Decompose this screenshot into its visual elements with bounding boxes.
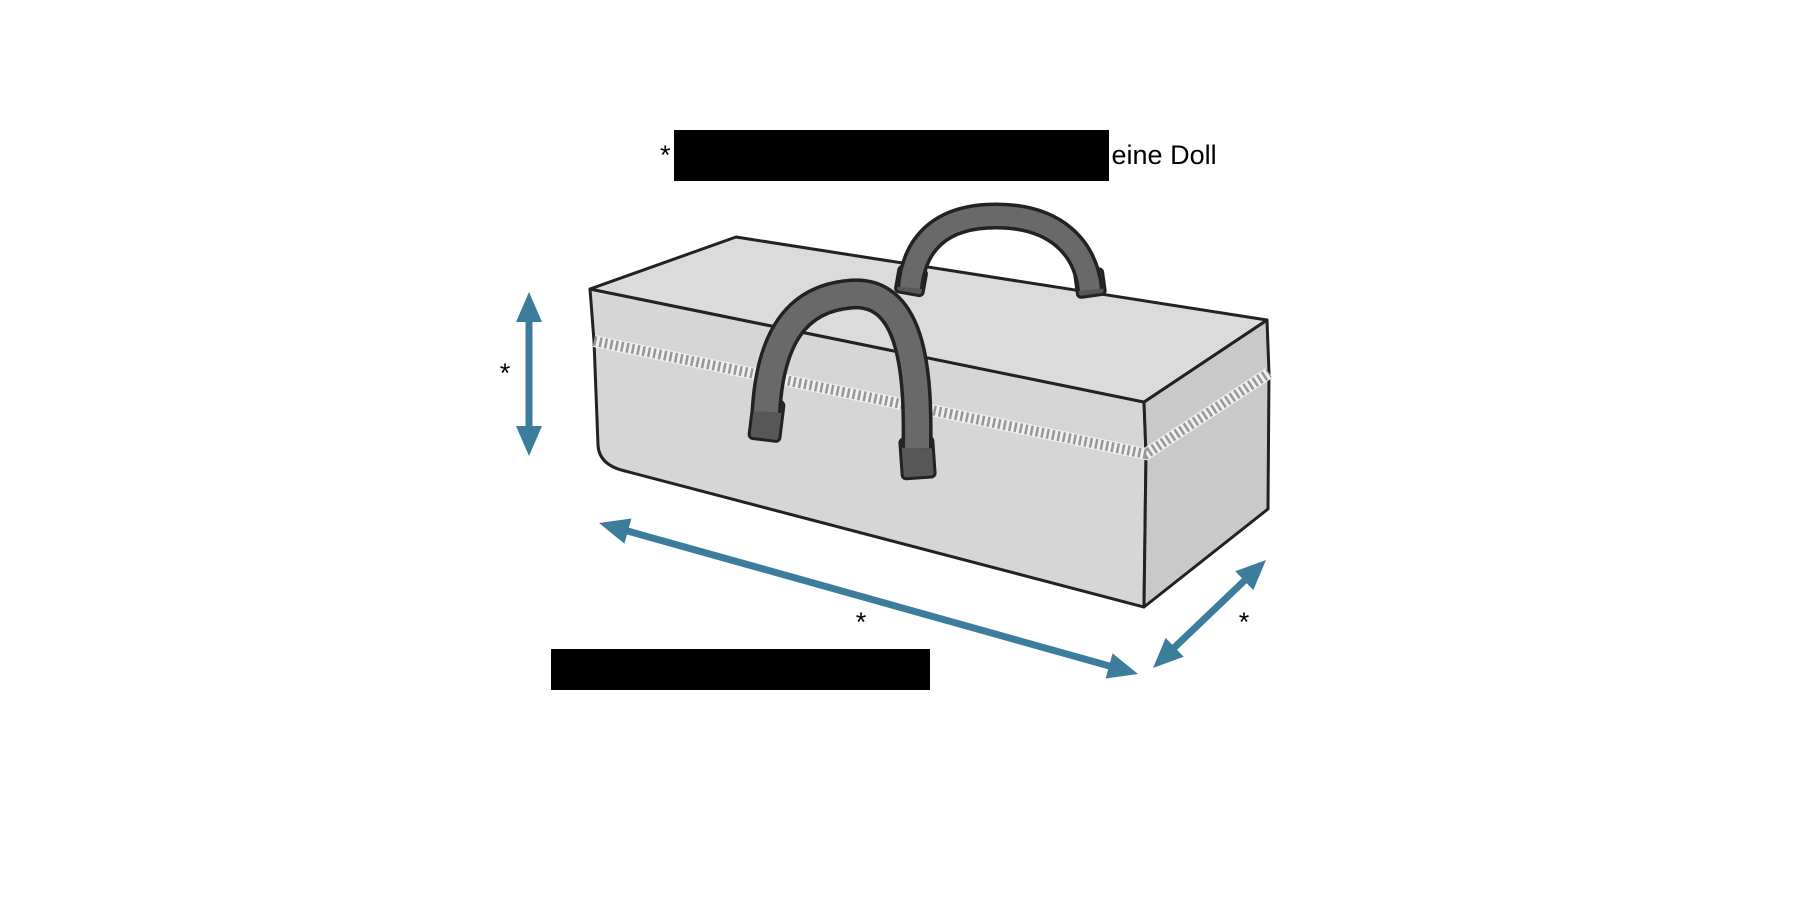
redacted-caption-bar (551, 649, 930, 690)
title-suffix-text: eine Doll (1111, 140, 1217, 170)
height-arrow-head-top-icon (516, 292, 542, 322)
depth-dimension-label: * (1239, 607, 1250, 637)
title-asterisk: * (660, 140, 671, 170)
length-arrow-head-right-icon (1105, 653, 1138, 679)
height-arrow-head-bottom-icon (516, 426, 542, 456)
height-dimension-arrow (516, 292, 542, 456)
toolbox-illustration (588, 235, 1271, 609)
depth-dimension-arrow (1153, 560, 1266, 668)
length-dimension-arrow (599, 518, 1138, 679)
length-arrow-head-left-icon (599, 518, 632, 544)
depth-arrow-head-bottom-icon (1153, 637, 1184, 668)
toolbox-back-handle (894, 202, 1107, 299)
depth-arrow-shaft (1169, 575, 1250, 653)
back-handle-strap (900, 205, 1100, 292)
toolbox-front-handle (747, 278, 937, 481)
dimension-labels: * * * (500, 358, 1250, 637)
length-arrow-shaft (623, 526, 1114, 671)
toolbox-lid-top (588, 235, 1269, 404)
depth-arrow-head-top-icon (1235, 560, 1266, 591)
diagram-title: * eine Doll (660, 130, 1217, 181)
front-handle-strap (754, 281, 930, 449)
height-dimension-label: * (500, 358, 511, 388)
length-dimension-label: * (856, 607, 867, 637)
redacted-title-bar (673, 130, 1109, 181)
toolbox-body-front (592, 339, 1148, 609)
